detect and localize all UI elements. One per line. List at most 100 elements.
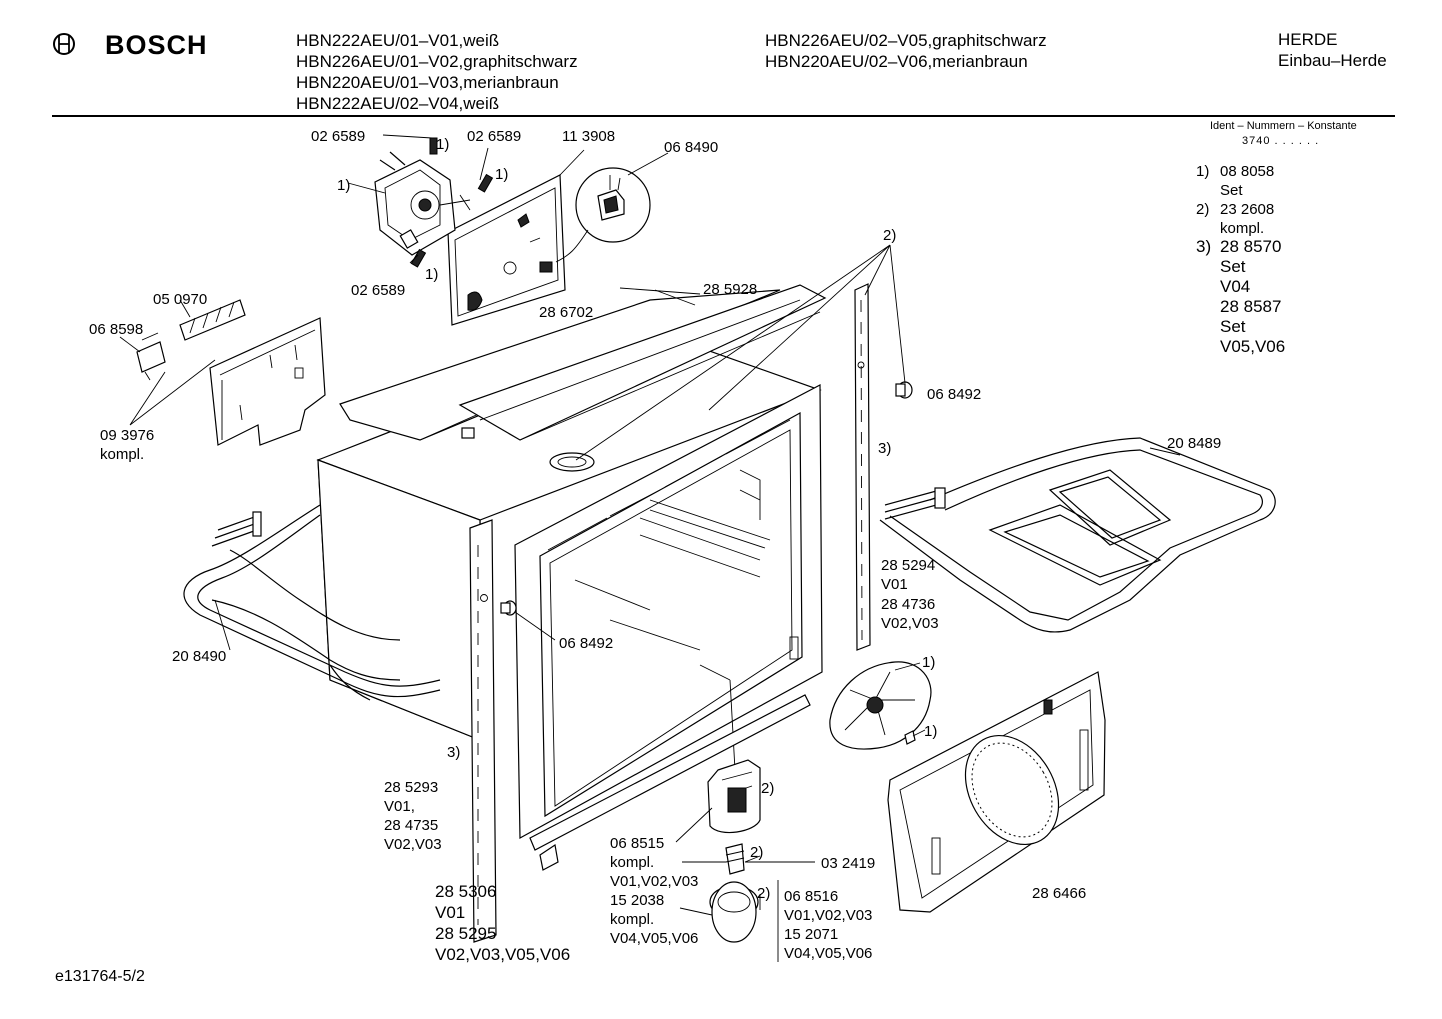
clip-fastener-icon <box>410 137 494 268</box>
part-label: 06 8598 <box>89 321 144 338</box>
legend-item: 3) 28 8570 Set V04 28 8587 Set V05,V06 <box>1196 237 1285 357</box>
part-label: 28 6466 <box>1032 885 1087 902</box>
legend-value: Set <box>1220 182 1243 199</box>
note-ref: 1) <box>436 136 450 153</box>
note-ref: 2) <box>761 780 775 797</box>
legend-number: 3) <box>1196 237 1212 256</box>
legend-value: 28 8587 <box>1220 297 1282 316</box>
part-label: 06 8516 <box>784 888 839 905</box>
oven-front-frame <box>514 384 823 871</box>
part-label: 02 6589 <box>351 282 406 299</box>
part-label: V02,V03,V05,V06 <box>435 945 571 964</box>
part-label: 28 4735 <box>384 817 439 834</box>
legend-value: 23 2608 <box>1220 201 1275 218</box>
model-line: HBN220AEU/02–V06,merianbraun <box>765 52 1028 71</box>
model-list-right: HBN226AEU/02–V05,graphitschwarz HBN220AE… <box>765 30 1047 72</box>
fan-motor <box>374 151 471 256</box>
part-label: 28 5295 <box>435 924 497 943</box>
part-label: V02,V03 <box>881 615 939 632</box>
legend-number: 1) <box>1196 163 1210 180</box>
screw-icon <box>500 381 913 616</box>
part-label: 28 5293 <box>384 779 439 796</box>
top-cover-panel <box>339 284 827 441</box>
model-line: HBN226AEU/02–V05,graphitschwarz <box>765 31 1047 50</box>
category-line: HERDE <box>1278 30 1338 49</box>
part-label: V02,V03 <box>384 836 442 853</box>
part-label: 28 5306 <box>435 882 497 901</box>
part-label: 28 4736 <box>881 596 936 613</box>
bosch-logo-icon <box>53 33 75 55</box>
legend-item: 2) 23 2608 kompl. <box>1196 200 1274 238</box>
part-label: 06 8515 <box>610 835 665 852</box>
note-ref: 1) <box>425 266 439 283</box>
leader-lines <box>119 134 1181 962</box>
part-label: V01 <box>435 903 466 922</box>
fan-blade <box>829 661 932 750</box>
part-label: V04,V05,V06 <box>610 930 699 947</box>
grill-heater <box>879 437 1276 633</box>
model-line: HBN226AEU/01–V02,graphitschwarz <box>296 52 578 71</box>
legend-value: 08 8058 <box>1220 163 1275 180</box>
category: HERDE Einbau–Herde <box>1278 29 1387 71</box>
model-line: HBN222AEU/02–V04,weiß <box>296 94 500 113</box>
bottom-heater <box>183 504 441 701</box>
category-line: Einbau–Herde <box>1278 51 1387 70</box>
legend-item: 1) 08 8058 Set <box>1196 162 1274 200</box>
switch-bracket <box>136 299 326 446</box>
legend-value: 28 8570 <box>1220 237 1282 256</box>
part-label: 02 6589 <box>311 128 366 145</box>
part-label: 06 8490 <box>664 139 719 156</box>
thermal-fuse <box>555 167 651 263</box>
ident-label: Ident – Nummern – Konstante <box>1210 120 1357 132</box>
rear-panel <box>447 174 566 326</box>
brand-name: BOSCH <box>105 30 208 60</box>
oven-lamp-assembly <box>707 759 761 943</box>
part-label: kompl. <box>610 911 655 928</box>
part-label: 02 6589 <box>467 128 522 145</box>
model-line: HBN222AEU/01–V01,weiß <box>296 31 500 50</box>
legend-value: V04 <box>1220 277 1251 296</box>
part-label: 03 2419 <box>821 855 876 872</box>
part-label: kompl. <box>610 854 655 871</box>
note-ref: 1) <box>337 177 351 194</box>
model-line: HBN220AEU/01–V03,merianbraun <box>296 73 559 92</box>
part-label: 09 3976 <box>100 427 155 444</box>
note-ref: 2) <box>883 227 897 244</box>
part-label: 05 0970 <box>153 291 208 308</box>
legend-number: 2) <box>1196 201 1210 218</box>
note-ref: 1) <box>924 723 938 740</box>
document-id: e131764-5/2 <box>55 968 145 985</box>
part-label: V01, <box>384 798 415 815</box>
part-label: V01,V02,V03 <box>784 907 873 924</box>
oven-housing <box>316 329 822 741</box>
legend-value: Set <box>1220 317 1246 336</box>
part-label: V01,V02,V03 <box>610 873 699 890</box>
ident-value: 3740 . . . . . . <box>1242 135 1320 147</box>
rear-fan-cover <box>887 671 1106 913</box>
part-label: 28 6702 <box>539 304 594 321</box>
note-ref: 1) <box>495 166 509 183</box>
side-trim-right <box>854 283 871 651</box>
part-label: 20 8489 <box>1167 435 1222 452</box>
note-ref: 3) <box>878 440 892 457</box>
part-label: kompl. <box>100 446 145 463</box>
legend-value: V05,V06 <box>1220 337 1286 356</box>
part-label: 28 5294 <box>881 557 936 574</box>
part-label: 28 5928 <box>703 281 758 298</box>
part-label: 15 2071 <box>784 926 839 943</box>
note-ref: 3) <box>447 744 461 761</box>
part-label: 06 8492 <box>927 386 982 403</box>
part-label: 11 3908 <box>562 128 616 145</box>
model-list-left: HBN222AEU/01–V01,weiß HBN226AEU/01–V02,g… <box>296 30 578 114</box>
legend-value: kompl. <box>1220 220 1265 237</box>
note-ref: 2) <box>757 885 771 902</box>
part-label: 20 8490 <box>172 648 227 665</box>
part-label: 06 8492 <box>559 635 614 652</box>
part-label: V04,V05,V06 <box>784 945 873 962</box>
side-trim-left <box>469 519 497 943</box>
note-ref: 2) <box>750 844 764 861</box>
note-ref: 1) <box>922 654 936 671</box>
part-label: V01 <box>881 576 908 593</box>
part-label: 15 2038 <box>610 892 665 909</box>
